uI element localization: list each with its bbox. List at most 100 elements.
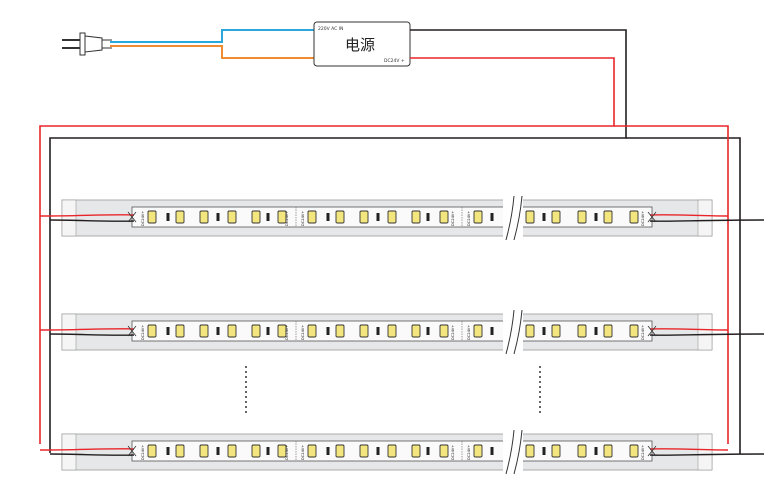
resistor: [542, 447, 546, 455]
strip-marking: DC24V+: [641, 445, 645, 460]
strip-marking: DC24V+: [451, 325, 455, 340]
led-chip: [307, 324, 317, 338]
power-supply-label: 电源: [345, 36, 375, 54]
resistor: [594, 213, 598, 221]
led-chip: [251, 210, 261, 224]
led-chip: [277, 324, 287, 338]
resistor: [166, 327, 170, 335]
strip-marking: DC24V+: [285, 445, 289, 460]
led-chip: [335, 210, 345, 224]
led-chip: [525, 210, 535, 224]
led-chip: [307, 210, 317, 224]
strip-marking: DC24V+: [301, 445, 305, 460]
led-chip: [277, 210, 287, 224]
led-chip: [147, 210, 157, 224]
led-chip: [227, 444, 237, 458]
led-chip: [387, 210, 397, 224]
led-chip: [147, 444, 157, 458]
end-cap-right: [697, 313, 713, 351]
lead-wire-positive-left: [39, 448, 135, 451]
led-chip: [473, 324, 483, 338]
led-chip: [199, 324, 209, 338]
end-cap-right: [697, 433, 713, 471]
strip-marking: DC24V+: [467, 445, 471, 460]
resistor: [594, 327, 598, 335]
resistor: [376, 447, 380, 455]
scissors-icon: [127, 325, 137, 337]
resistor: [166, 447, 170, 455]
resistor: [216, 447, 220, 455]
led-strip: DC24V+DC24V+DC24V+DC24V+DC24V+DC24V+: [39, 306, 764, 358]
led-chip: [199, 210, 209, 224]
end-cap-right: [697, 199, 713, 237]
end-cap-left: [61, 199, 77, 237]
lead-wire-negative-left: [49, 333, 135, 336]
led-chip: [551, 444, 561, 458]
lead-wire-negative-right: [649, 453, 764, 456]
resistor: [326, 213, 330, 221]
led-chip: [629, 210, 639, 224]
power-supply: 220V AC IN 电源 DC24V +: [313, 21, 411, 67]
led-chip: [307, 444, 317, 458]
strip-marking: DC24V+: [141, 211, 145, 226]
double-slash-break-icon: [503, 426, 523, 478]
resistor: [542, 213, 546, 221]
strip-marking: DC24V+: [641, 325, 645, 340]
resistor: [166, 213, 170, 221]
resistor: [426, 327, 430, 335]
continuation-dots: [245, 366, 541, 416]
strip-marking: DC24V+: [301, 325, 305, 340]
scissors-icon: [127, 211, 137, 223]
lead-wire-positive-right: [649, 328, 729, 331]
resistor: [326, 327, 330, 335]
led-chip: [603, 210, 613, 224]
led-chip: [603, 324, 613, 338]
lead-wire-positive-left: [39, 214, 135, 217]
led-chip: [251, 324, 261, 338]
lead-wire-negative-right: [649, 333, 764, 336]
strip-marking: DC24V+: [451, 445, 455, 460]
lead-wire-positive-right: [649, 448, 729, 451]
led-chip: [359, 444, 369, 458]
power-supply-input-label: 220V AC IN: [318, 26, 343, 32]
resistor: [542, 327, 546, 335]
scissors-icon: [647, 325, 657, 337]
led-chip: [227, 324, 237, 338]
lead-wire-positive-right: [649, 214, 729, 217]
resistor: [216, 213, 220, 221]
strip-marking: DC24V+: [467, 325, 471, 340]
led-chip: [577, 444, 587, 458]
led-chip: [473, 444, 483, 458]
resistor: [266, 213, 270, 221]
led-chip: [227, 210, 237, 224]
led-chip: [199, 444, 209, 458]
led-chip: [335, 324, 345, 338]
led-chip: [147, 324, 157, 338]
resistor: [216, 327, 220, 335]
led-strip: DC24V+DC24V+DC24V+DC24V+DC24V+DC24V+: [39, 192, 764, 244]
ac-input-wires: [110, 29, 315, 59]
led-chip: [335, 444, 345, 458]
end-cap-left: [61, 433, 77, 471]
double-slash-break-icon: [503, 192, 523, 244]
resistor: [490, 327, 494, 335]
resistor: [594, 447, 598, 455]
scissors-icon: [647, 211, 657, 223]
ac-plug-icon: [62, 32, 112, 56]
resistor: [266, 327, 270, 335]
strip-marking: DC24V+: [141, 325, 145, 340]
led-chip: [525, 324, 535, 338]
led-chip: [251, 444, 261, 458]
lead-wire-negative-right: [649, 219, 764, 222]
led-chip: [359, 210, 369, 224]
led-chip: [577, 210, 587, 224]
led-chip: [411, 324, 421, 338]
strip-marking: DC24V+: [467, 211, 471, 226]
strip-marking: DC24V+: [301, 211, 305, 226]
strip-marking: DC24V+: [641, 211, 645, 226]
led-chip: [473, 210, 483, 224]
resistor: [266, 447, 270, 455]
led-chip: [551, 324, 561, 338]
led-chip: [411, 444, 421, 458]
